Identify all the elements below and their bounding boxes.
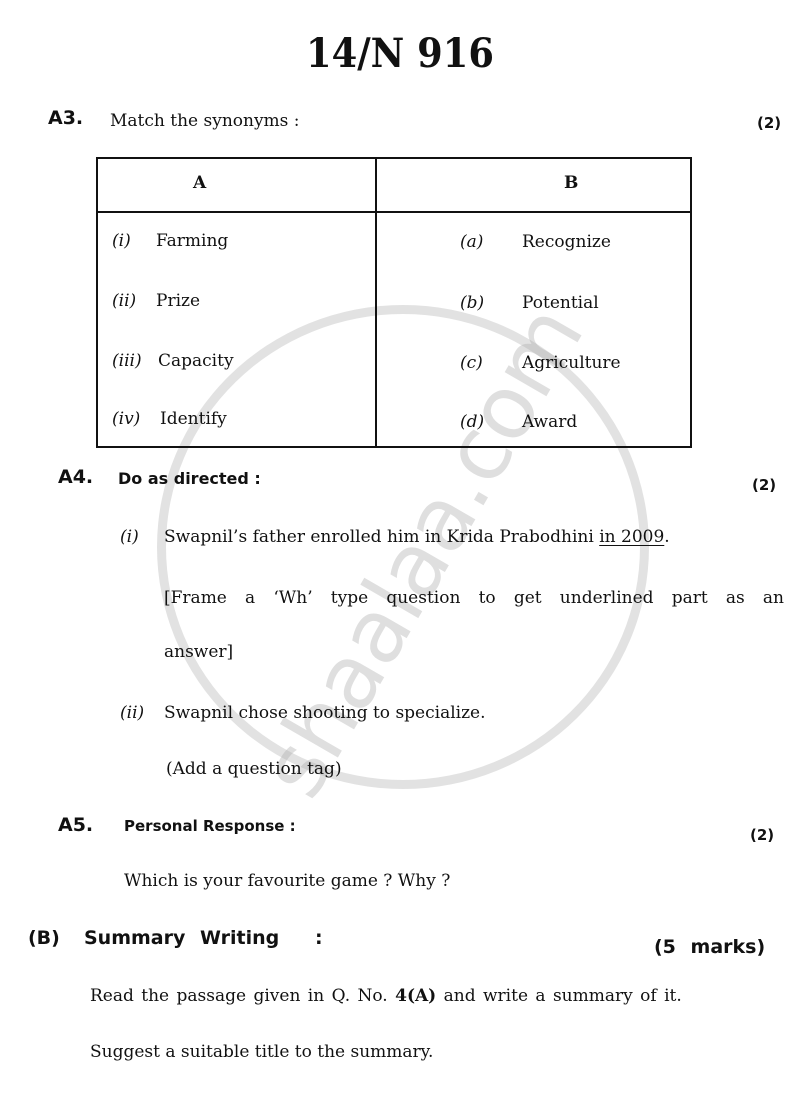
item-label: (ii) [112, 291, 137, 311]
item-word: Recognize [522, 232, 611, 252]
question-instruction: Match the synonyms : [110, 111, 300, 131]
match-table: A B (i) Farming (ii) Prize (iii) Capacity (… [96, 157, 692, 448]
section-title-colon: : [315, 927, 323, 949]
item-word: Agriculture [522, 353, 621, 373]
a4-item-1-direction-cont: answer] [164, 642, 234, 662]
question-reference: 4(A) [395, 986, 437, 1006]
table-row: (iv) Identify [112, 409, 227, 429]
table-row: (iii) Capacity [112, 351, 234, 371]
section-title: Summary Writing [84, 927, 280, 949]
item-label: (d) [460, 412, 485, 432]
item-word: Capacity [158, 351, 234, 371]
item-label: (b) [460, 293, 485, 313]
marks-label: (5 marks) [654, 936, 766, 958]
item-word: Award [522, 412, 578, 432]
table-row: (b) Potential [460, 293, 599, 313]
underlined-part: in 2009 [599, 527, 665, 547]
table-divider-horizontal [98, 211, 690, 213]
item-label: (i) [120, 527, 139, 547]
table-row: (a) Recognize [460, 232, 611, 252]
item-label: (a) [460, 232, 484, 252]
document-code: 14/N 916 [306, 30, 494, 77]
marks-label: (2) [750, 826, 775, 844]
item-label: (c) [460, 353, 483, 373]
question-instruction: Personal Response : [124, 817, 296, 835]
question-number: A5. [58, 814, 94, 836]
question-number: A4. [58, 466, 94, 488]
section-b-line-2: Suggest a suitable title to the summary. [90, 1042, 434, 1062]
table-row: (ii) Prize [112, 291, 200, 311]
section-b-line-1: Read the passage given in Q. No. 4(A) an… [90, 986, 774, 1006]
table-divider-vertical [375, 159, 377, 446]
a4-item-1-sentence: Swapnil’s father enrolled him in Krida P… [164, 527, 670, 547]
instruction-text: and write a summary of it. [436, 986, 682, 1006]
table-row: (c) Agriculture [460, 353, 621, 373]
item-label: (iii) [112, 351, 142, 371]
table-row: (d) Award [460, 412, 577, 432]
item-word: Potential [522, 293, 599, 313]
question-number: A3. [48, 107, 84, 129]
item-label: (ii) [120, 703, 145, 723]
item-word: Identify [160, 409, 227, 429]
a5-question: Which is your favourite game ? Why ? [124, 871, 451, 891]
sentence-end: . [664, 527, 670, 547]
a4-item-1-direction: [Frame a ‘Wh’ type question to get under… [164, 588, 784, 608]
marks-label: (2) [752, 476, 777, 494]
marks-label: (2) [757, 114, 782, 132]
column-header-a: A [193, 173, 207, 193]
item-word: Prize [156, 291, 201, 311]
item-label: (iv) [112, 409, 141, 429]
sentence-text: Swapnil’s father enrolled him in Krida P… [164, 527, 600, 547]
a4-item-2-direction: (Add a question tag) [166, 759, 342, 779]
question-instruction: Do as directed : [118, 469, 261, 488]
section-number: (B) [28, 927, 60, 949]
column-header-b: B [564, 173, 579, 193]
a4-item-2-sentence: Swapnil chose shooting to specialize. [164, 703, 486, 723]
instruction-text: Read the passage given in Q. No. [90, 986, 396, 1006]
item-word: Farming [156, 231, 229, 251]
table-row: (i) Farming [112, 231, 228, 251]
item-label: (i) [112, 231, 131, 251]
